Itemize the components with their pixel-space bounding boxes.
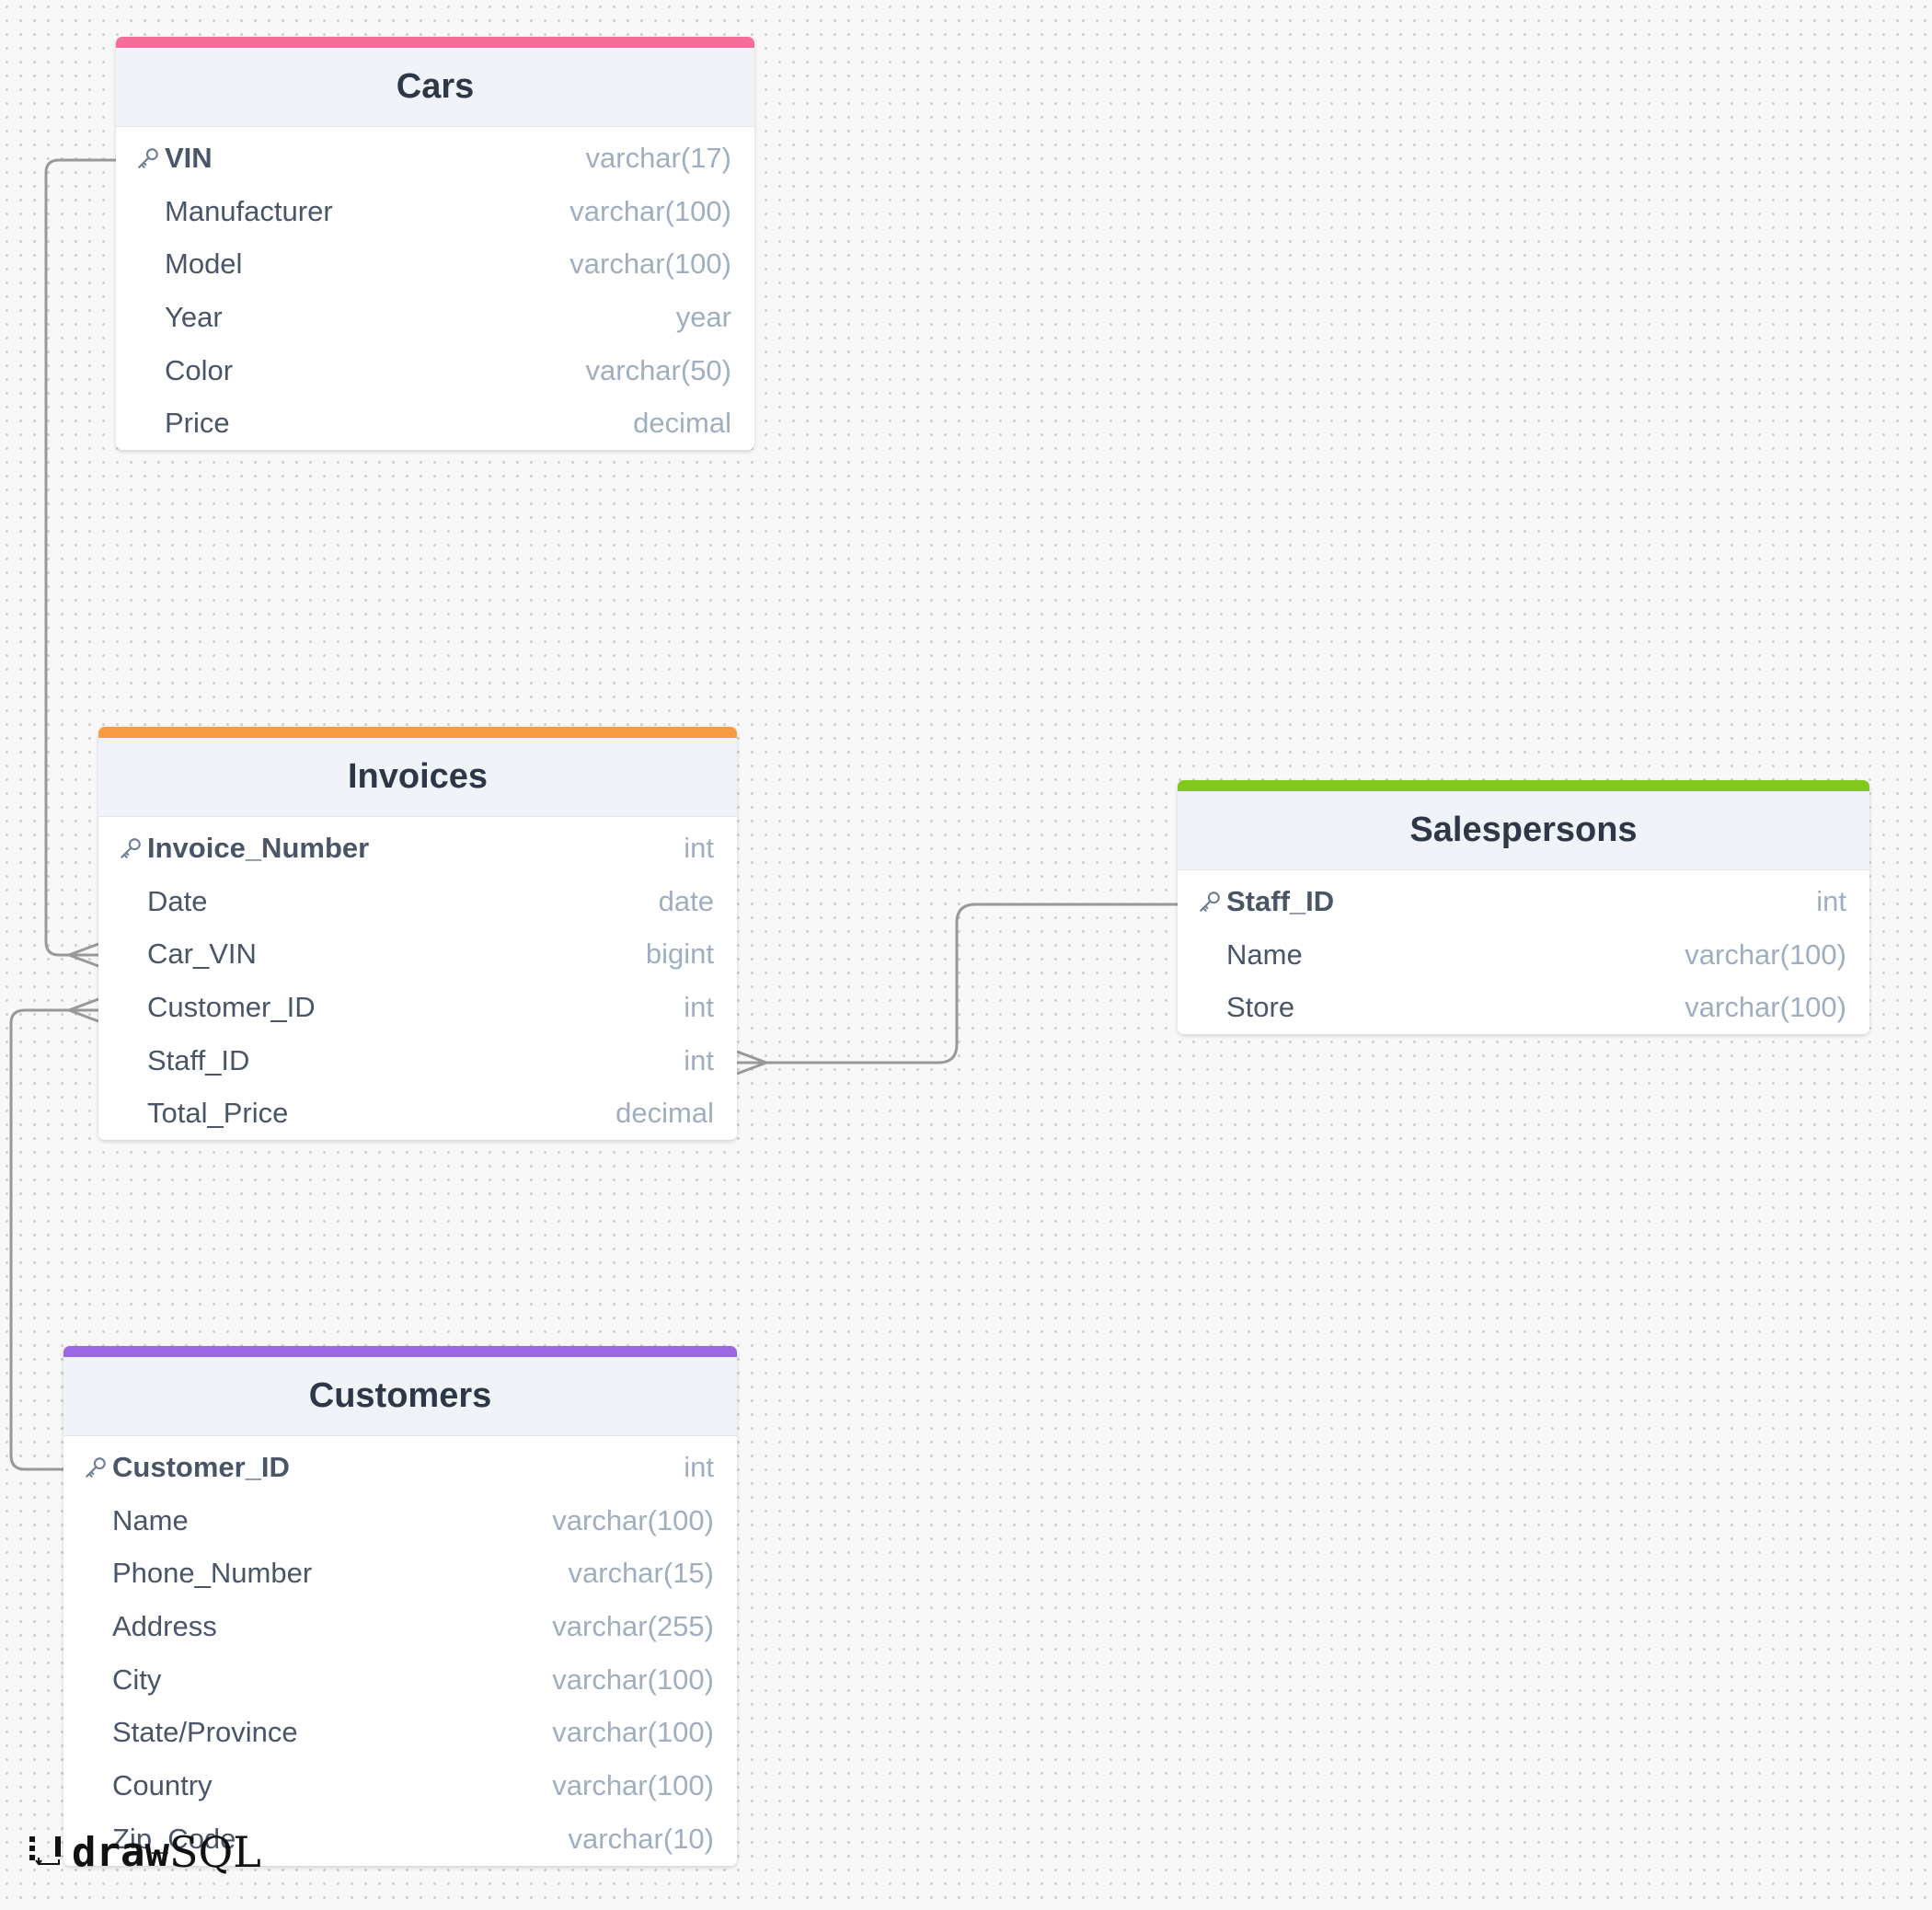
column-name: Year	[165, 300, 223, 333]
column-name: Invoice_Number	[147, 831, 370, 864]
column-row[interactable]: Color varchar(50)	[116, 344, 754, 397]
column-row[interactable]: Price decimal	[116, 397, 754, 450]
primary-key-icon	[138, 148, 158, 168]
column-row[interactable]: Customer_ID int	[63, 1441, 737, 1494]
table-title[interactable]: Salespersons	[1178, 791, 1869, 870]
column-type: varchar(100)	[552, 1663, 714, 1696]
column-name: Zip_Code	[112, 1822, 236, 1855]
column-name: Customer_ID	[112, 1450, 290, 1483]
column-row[interactable]: Invoice_Number int	[98, 822, 737, 875]
relation-line-customers-invoices	[9, 1008, 98, 1471]
column-type: int	[684, 831, 714, 864]
column-name: Model	[165, 247, 243, 281]
column-type: varchar(17)	[585, 141, 732, 174]
column-type: int	[684, 1043, 714, 1076]
column-type: varchar(15)	[568, 1557, 715, 1590]
crowfoot-cars-invoices	[64, 942, 99, 968]
column-row[interactable]: Model varchar(100)	[116, 237, 754, 291]
column-name: Car_VIN	[147, 938, 257, 971]
column-type: int	[684, 1450, 714, 1483]
column-type: varchar(10)	[568, 1822, 715, 1855]
column-name: State/Province	[112, 1716, 298, 1749]
column-name: VIN	[165, 141, 213, 174]
column-name: Country	[112, 1768, 213, 1801]
column-type: varchar(100)	[552, 1503, 714, 1536]
column-row[interactable]: City varchar(100)	[63, 1653, 737, 1707]
column-row[interactable]: VIN varchar(17)	[116, 132, 754, 185]
column-row[interactable]: State/Province varchar(100)	[63, 1706, 737, 1759]
column-name: Staff_ID	[147, 1043, 250, 1076]
column-row[interactable]: Phone_Number varchar(15)	[63, 1547, 737, 1600]
column-type: varchar(100)	[569, 194, 731, 227]
column-row[interactable]: Customer_ID int	[98, 981, 737, 1034]
column-row[interactable]: Staff_ID int	[98, 1034, 737, 1087]
column-name: Name	[112, 1503, 189, 1536]
column-type: varchar(50)	[585, 353, 732, 386]
relation-line-salespersons-invoices	[737, 903, 1178, 1064]
column-name: Customer_ID	[147, 990, 316, 1023]
column-type: int	[1816, 884, 1846, 917]
column-type: varchar(100)	[552, 1716, 714, 1749]
column-name: Price	[165, 407, 230, 440]
column-row[interactable]: Address varchar(255)	[63, 1600, 737, 1653]
column-type: varchar(255)	[552, 1609, 714, 1642]
primary-key-icon	[86, 1457, 106, 1478]
column-row[interactable]: Zip_Code varchar(10)	[63, 1812, 737, 1866]
relation-line-cars-invoices	[44, 158, 116, 957]
column-row[interactable]: Store varchar(100)	[1178, 981, 1869, 1034]
column-name: Store	[1226, 991, 1295, 1024]
column-name: Staff_ID	[1226, 884, 1335, 917]
column-type: varchar(100)	[1685, 938, 1846, 971]
column-row[interactable]: Country varchar(100)	[63, 1759, 737, 1812]
table-title[interactable]: Customers	[63, 1357, 737, 1436]
column-type: decimal	[615, 1097, 714, 1130]
column-type: varchar(100)	[552, 1768, 714, 1801]
column-type: date	[658, 884, 714, 917]
column-type: year	[675, 300, 731, 333]
column-row[interactable]: Name varchar(100)	[1178, 928, 1869, 982]
column-type: bigint	[645, 938, 714, 971]
column-name: Manufacturer	[165, 194, 333, 227]
crowfoot-customers-invoices	[64, 997, 99, 1023]
logo-draw-text: draw	[72, 1828, 169, 1876]
column-type: varchar(100)	[569, 247, 731, 281]
column-type: decimal	[633, 407, 731, 440]
column-type: int	[684, 990, 714, 1023]
table-title[interactable]: Cars	[116, 48, 754, 127]
column-row[interactable]: Staff_ID int	[1178, 875, 1869, 928]
column-name: Color	[165, 353, 234, 386]
column-name: Address	[112, 1609, 217, 1642]
column-row[interactable]: Total_Price decimal	[98, 1087, 737, 1140]
column-row[interactable]: Name varchar(100)	[63, 1494, 737, 1548]
drawsql-logo-icon	[29, 1836, 61, 1866]
logo-sql-text: SQL	[168, 1827, 261, 1877]
column-name: Name	[1226, 938, 1303, 971]
column-name: Date	[147, 884, 208, 917]
column-type: varchar(100)	[1685, 991, 1846, 1024]
crowfoot-salespersons-invoices	[736, 1050, 771, 1076]
column-name: Total_Price	[147, 1097, 289, 1130]
primary-key-icon	[121, 838, 141, 858]
column-row[interactable]: Year year	[116, 291, 754, 344]
column-row[interactable]: Manufacturer varchar(100)	[116, 185, 754, 238]
column-row[interactable]: Date date	[98, 875, 737, 928]
column-name: City	[112, 1663, 162, 1696]
primary-key-icon	[1200, 892, 1220, 912]
column-name: Phone_Number	[112, 1557, 313, 1590]
table-title[interactable]: Invoices	[98, 738, 737, 817]
column-row[interactable]: Car_VIN bigint	[98, 927, 737, 981]
